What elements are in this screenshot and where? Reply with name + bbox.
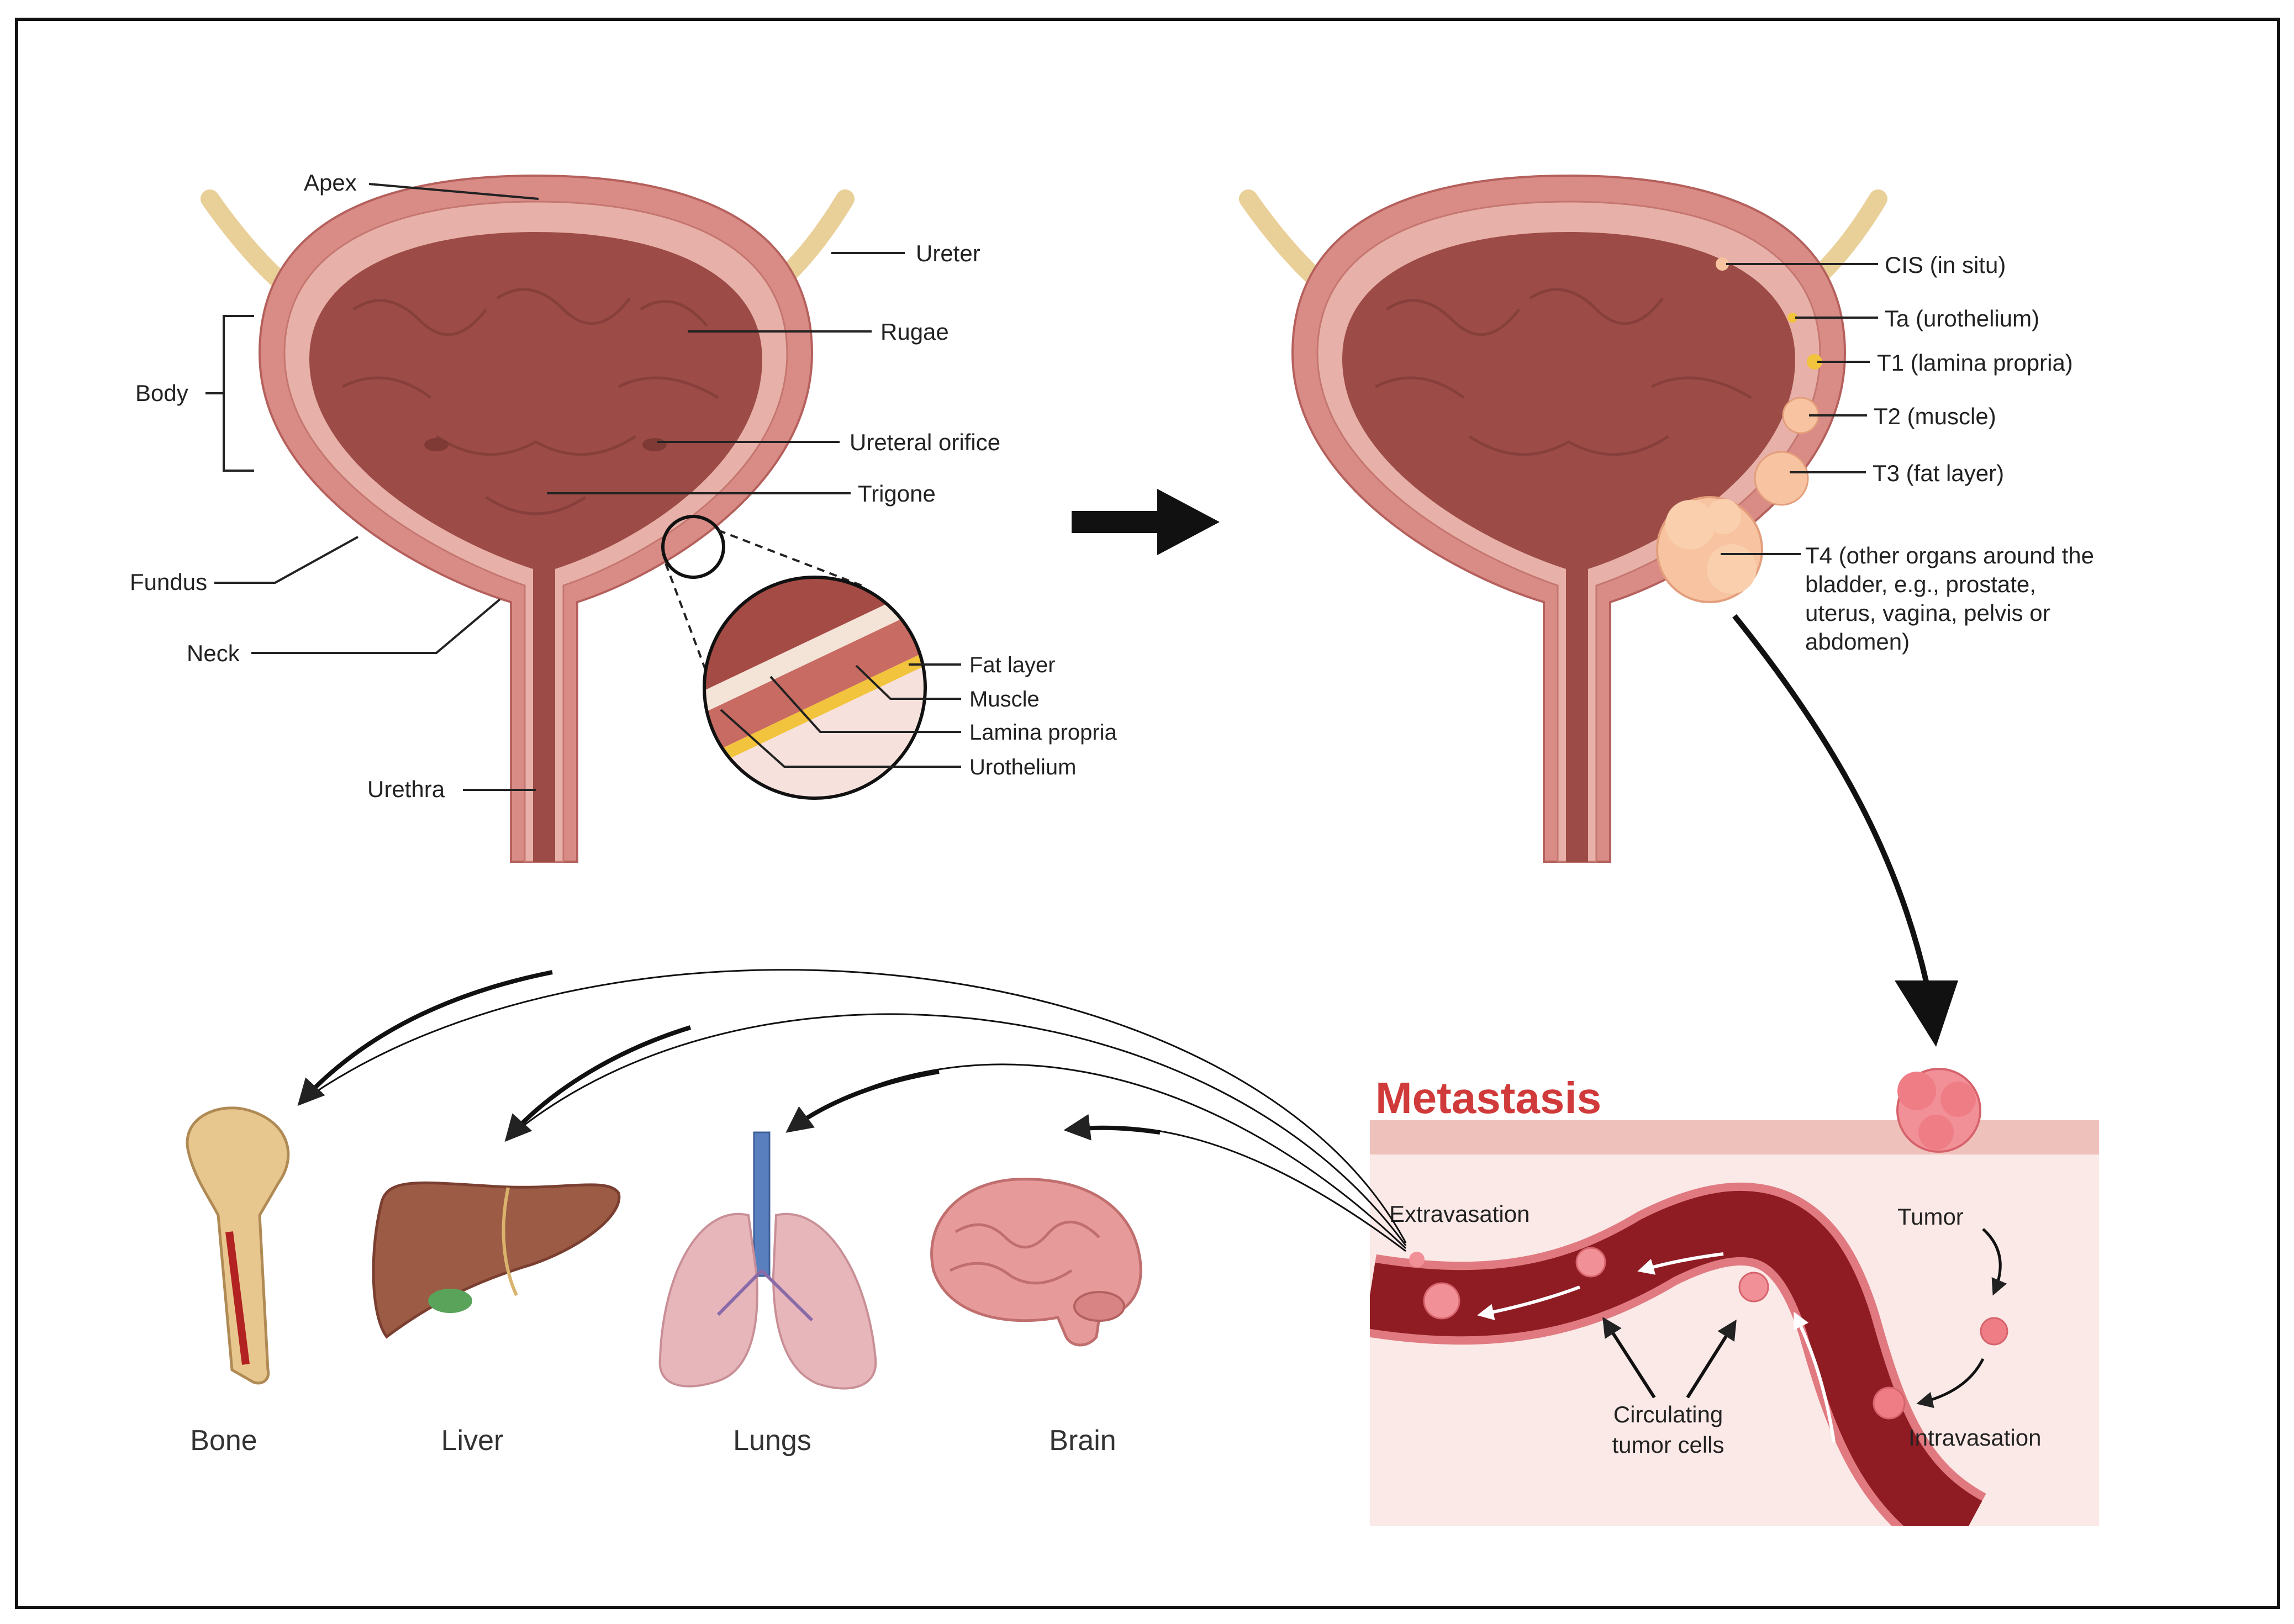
leader-urothelium: [720, 709, 961, 768]
tumor-t3: [1754, 451, 1809, 506]
arrow-ctc-right: [1686, 1319, 1737, 1399]
anatomy-labels: Apex Ureter Body Rugae Ureteral orifice …: [130, 170, 1117, 802]
progression-arrow: [1072, 489, 1220, 555]
metastasis-title: Metastasis: [1375, 1073, 1601, 1122]
tumor-cell: [1423, 1282, 1460, 1320]
label-liver: Liver: [441, 1425, 504, 1457]
label-intravasation: Intravasation: [1908, 1425, 2041, 1451]
label-body: Body: [135, 380, 188, 406]
tumor-cell: [1409, 1252, 1425, 1267]
brain-icon: Brain: [930, 1178, 1142, 1457]
bladder-staging: [1239, 174, 1887, 863]
lungs-icon: Lungs: [658, 1131, 877, 1457]
magnifier-circle: [661, 515, 725, 579]
label-t3: T3 (fat layer): [1873, 460, 2004, 486]
arrow-to-liver-thin: [508, 1013, 1407, 1246]
label-fat-layer: Fat layer: [969, 653, 1056, 677]
wall-layers-inset: [704, 577, 925, 798]
label-lamina-propria: Lamina propria: [969, 720, 1117, 745]
arrow-to-bone: [297, 970, 553, 1106]
tumor-ta: [1787, 313, 1797, 323]
label-t2: T2 (muscle): [1874, 403, 1996, 429]
label-t1: T1 (lamina propria): [1877, 350, 2073, 376]
tumor-t1: [1807, 354, 1822, 370]
magnifier-line: [718, 529, 862, 587]
label-apex: Apex: [304, 170, 357, 196]
bladder-lumen: [1342, 232, 1795, 862]
leader-apex: [368, 183, 539, 200]
tumor-cell: [1738, 1272, 1769, 1303]
label-t4-line4: abdomen): [1805, 629, 1910, 655]
label-tumor: Tumor: [1897, 1204, 1964, 1230]
label-muscle: Muscle: [969, 687, 1040, 711]
metastasis-arrows: [297, 969, 1407, 1252]
label-trigone: Trigone: [858, 481, 936, 507]
bladder-lumen: [309, 232, 762, 862]
label-circulating-line2: tumor cells: [1612, 1432, 1724, 1458]
leader-lamina-propria: [769, 676, 961, 733]
tumor-cis: [1716, 257, 1729, 271]
arrow-to-lungs: [785, 1069, 940, 1133]
left-ureteral-orifice: [424, 438, 449, 451]
arrow-detach: [1982, 1228, 2007, 1296]
liver-icon: Liver: [372, 1181, 621, 1457]
leader-neck: [251, 598, 501, 654]
arrow-to-bone-thin: [300, 969, 1407, 1243]
tumor-cell: [1575, 1247, 1606, 1278]
leader-muscle: [855, 665, 961, 700]
bladder-anatomy: [201, 174, 927, 863]
label-cis: CIS (in situ): [1885, 252, 2006, 278]
label-t4-line2: bladder, e.g., prostate,: [1805, 571, 2036, 597]
tumor-t4: [1656, 496, 1763, 603]
tumor-cell: [1980, 1317, 2008, 1346]
inset-circle: [703, 576, 927, 800]
rugae-folds: [1374, 288, 1752, 456]
figure-border: [15, 18, 2280, 1609]
label-rugae: Rugae: [880, 319, 949, 345]
bone-icon: Bone: [186, 1106, 290, 1457]
rugae-folds: [341, 288, 719, 515]
label-ureteral-orifice: Ureteral orifice: [850, 429, 1000, 455]
right-ureteral-orifice: [642, 438, 667, 451]
magnifier-line: [665, 563, 708, 674]
label-t4-line3: uterus, vagina, pelvis or: [1805, 600, 2050, 626]
metastasis-panel: Metastasis Extravasation Tumor: [1370, 1068, 2099, 1526]
arrow-intravasation: [1916, 1358, 1985, 1409]
spread-arrow: [1732, 614, 1931, 990]
epithelium-band: [1370, 1120, 2099, 1154]
staging-labels: CIS (in situ) Ta (urothelium) T1 (lamina…: [1721, 252, 2094, 655]
label-extravasation: Extravasation: [1389, 1201, 1530, 1227]
label-ta: Ta (urothelium): [1885, 305, 2039, 331]
arrow-ctc-left: [1602, 1316, 1656, 1399]
arrow-to-brain: [1063, 1114, 1161, 1141]
label-lungs: Lungs: [733, 1425, 811, 1457]
label-urethra: Urethra: [367, 776, 445, 802]
leader-fundus: [214, 536, 358, 584]
tumor-cell: [1873, 1386, 1906, 1420]
blood-vessel: [1370, 1182, 1987, 1526]
label-neck: Neck: [187, 640, 240, 666]
label-circulating-line1: Circulating: [1613, 1401, 1723, 1427]
body-bracket: [205, 315, 254, 472]
label-bone: Bone: [190, 1425, 257, 1457]
left-ureter: [201, 189, 297, 297]
arrow-to-liver: [504, 1025, 692, 1142]
label-ureter: Ureter: [916, 240, 980, 266]
label-fundus: Fundus: [130, 569, 207, 595]
spread-arrow-head: [1895, 980, 1958, 1047]
label-t4-line1: T4 (other organs around the: [1805, 542, 2094, 568]
label-brain: Brain: [1049, 1425, 1116, 1457]
label-urothelium: Urothelium: [969, 755, 1076, 779]
primary-tumor: [1896, 1068, 1981, 1153]
